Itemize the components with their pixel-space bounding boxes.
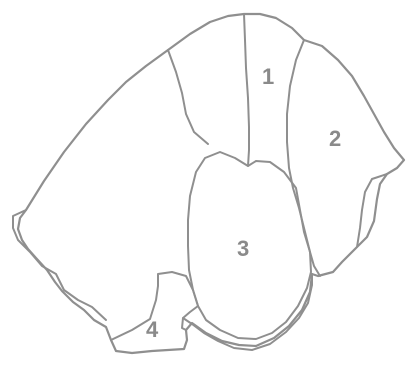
region-label-2: 2 xyxy=(329,126,341,151)
region-3-outline xyxy=(188,152,311,339)
region-2-outline xyxy=(287,40,320,276)
region-label-3: 3 xyxy=(237,236,249,261)
split-top-1 xyxy=(244,14,249,166)
region-label-4: 4 xyxy=(146,317,159,342)
region-label-1: 1 xyxy=(262,64,274,89)
left-chip-outline xyxy=(13,210,106,320)
split-upper-left xyxy=(168,50,208,144)
right-chip-outline xyxy=(357,174,387,247)
outer-outline xyxy=(18,14,404,353)
